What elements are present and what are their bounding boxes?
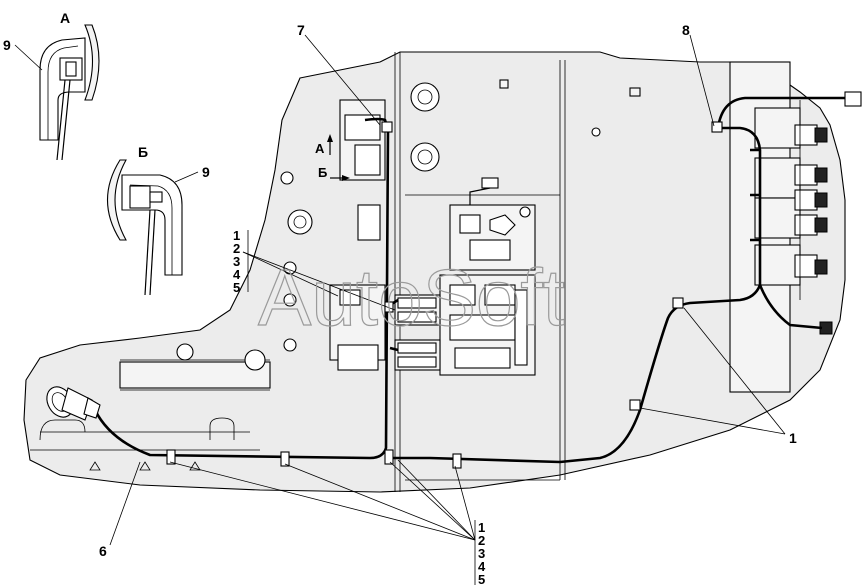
leader-lines bbox=[14, 34, 786, 585]
detail-view-b bbox=[106, 159, 183, 296]
callout-left-3: 3 bbox=[233, 254, 240, 269]
main-connector bbox=[46, 386, 101, 421]
gearbox-housing bbox=[23, 51, 846, 493]
callout-6: 6 bbox=[99, 543, 107, 559]
callout-9-a: 9 bbox=[3, 37, 11, 53]
callout-bottom-3: 3 bbox=[478, 546, 485, 561]
right-connector-rack bbox=[729, 61, 862, 393]
callout-bottom-2: 2 bbox=[478, 533, 485, 548]
detail-view-a bbox=[39, 24, 100, 161]
callout-bottom-1: 1 bbox=[478, 520, 485, 535]
callout-7: 7 bbox=[297, 22, 305, 38]
callout-left-4: 4 bbox=[233, 267, 241, 282]
callout-labels: А Б А Б 9 9 7 8 6 1 1 2 3 4 5 1 2 3 4 5 bbox=[3, 10, 797, 587]
view-a-label: А bbox=[60, 10, 70, 26]
callout-bottom-4: 4 bbox=[478, 559, 486, 574]
callout-bottom-5: 5 bbox=[478, 572, 485, 587]
solenoid-cluster bbox=[329, 99, 441, 371]
harness-clamps bbox=[166, 121, 723, 469]
callout-left-2: 2 bbox=[233, 241, 240, 256]
callout-1: 1 bbox=[789, 430, 797, 446]
arrow-b-label: Б bbox=[318, 165, 327, 180]
watermark-text: AutoSoft bbox=[258, 253, 565, 342]
callout-8: 8 bbox=[682, 22, 690, 38]
callout-9-b: 9 bbox=[202, 164, 210, 180]
view-b-label: Б bbox=[138, 144, 148, 160]
callout-left-5: 5 bbox=[233, 280, 240, 295]
arrow-a-label: А bbox=[315, 141, 325, 156]
control-valve-block bbox=[439, 177, 536, 376]
callout-left-1: 1 bbox=[233, 228, 240, 243]
